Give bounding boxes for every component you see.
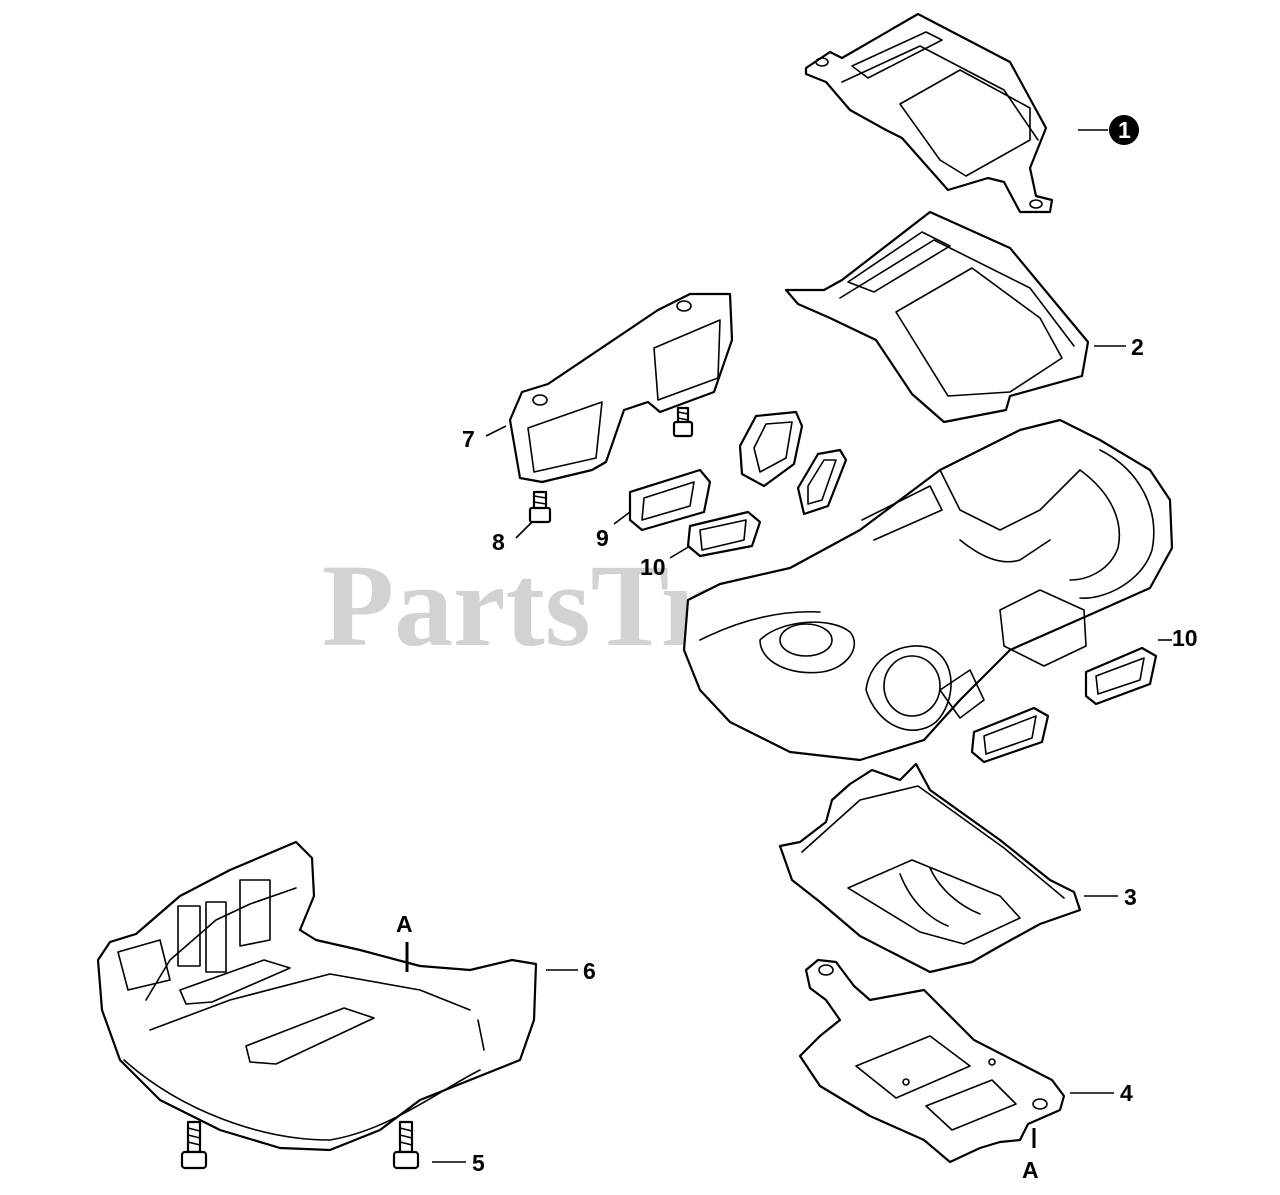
callout-8: 8: [492, 529, 505, 555]
part-4-bottom-plate: [798, 958, 1066, 1164]
part-5-screw-left: [180, 1120, 208, 1170]
part-1-shield-plate: [804, 12, 1054, 214]
callout-6: 6: [583, 958, 596, 984]
callout-2: 2: [1131, 334, 1144, 360]
part-10-pad-b: [796, 448, 848, 516]
part-5-screw-right: [392, 1120, 420, 1170]
callout-10-left: 10: [640, 554, 666, 580]
part-6-base-tray: [96, 840, 538, 1152]
marker-a-right: A: [1022, 1157, 1039, 1183]
part-8-screw-upper: [672, 406, 694, 438]
part-8-screw: [528, 490, 552, 524]
callout-10-right: 10: [1172, 625, 1198, 651]
marker-a-left: A: [396, 911, 413, 937]
callout-5: 5: [472, 1150, 485, 1176]
part-9-grommet: [628, 468, 712, 532]
part-10-pad-d: [970, 706, 1050, 764]
callout-4: 4: [1120, 1080, 1133, 1106]
callout-3: 3: [1124, 884, 1137, 910]
callout-7: 7: [462, 426, 475, 452]
part-2-cover-plate: [784, 210, 1090, 424]
part-10-pad-a: [686, 510, 762, 558]
callout-1: 1: [1118, 117, 1131, 143]
callout-9: 9: [596, 525, 609, 551]
fuel-tank-frame: [682, 418, 1174, 762]
part-7-bracket: [508, 292, 734, 484]
part-10-pad-c: [1084, 646, 1158, 706]
part-3-lower-shield: [778, 762, 1082, 974]
part-9-grommet-2: [738, 410, 804, 488]
